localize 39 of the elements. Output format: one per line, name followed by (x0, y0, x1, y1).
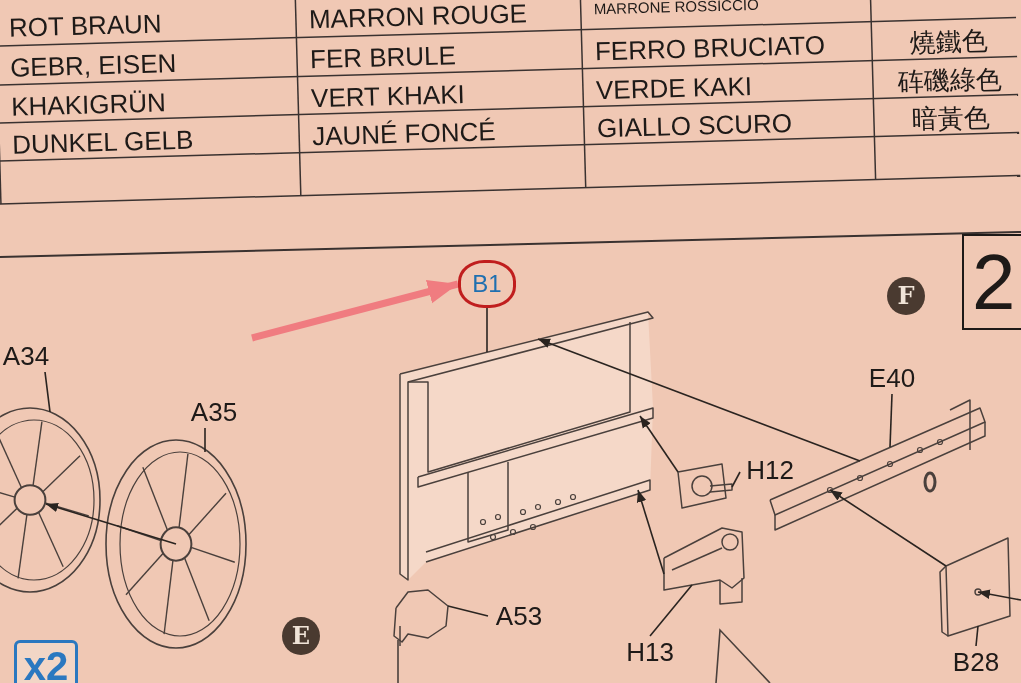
leader-line (975, 625, 979, 647)
part-number: B28 (945, 646, 1007, 678)
color-name: KHAKIGRÜN (10, 89, 167, 120)
part-number: A34 (0, 340, 52, 372)
step-letter-marker: F (887, 277, 925, 315)
color-name: MARRONE ROSSICCIO (593, 0, 759, 17)
assembly-arrow (977, 589, 1021, 601)
color-name: VERDE KAKI (595, 72, 753, 104)
color-name: GIALLO SCURO (596, 109, 793, 142)
color-name: JAUNÉ FONCÉ (311, 118, 496, 150)
leader-line (204, 427, 206, 453)
part-number: A53 (488, 600, 550, 632)
assembly-arrow (45, 502, 177, 545)
color-name: 燒鐵色 (908, 26, 990, 57)
bracket-drawing (674, 462, 734, 510)
assembly-arrow (829, 489, 947, 567)
color-name: FERRO BRUCIATO (594, 31, 826, 65)
quantity-marker: x2 (14, 640, 78, 683)
circled-part-number: B1 (458, 260, 516, 308)
leader-line (447, 605, 489, 617)
highlight-arrow (251, 280, 459, 342)
part-number: H13 (620, 636, 680, 668)
part-number: A35 (185, 396, 243, 428)
color-name: ROT BRAUN (8, 10, 162, 41)
color-name: MARRON ROUGE (308, 0, 528, 33)
leader-line (889, 393, 893, 448)
leader-line (731, 471, 741, 488)
color-name: DUNKEL GELB (11, 126, 194, 158)
leader-line (649, 584, 693, 637)
step-letter-marker: E (282, 617, 320, 655)
color-name: FER BRULE (309, 42, 457, 73)
part-number: H12 (738, 454, 802, 486)
step-number: 2 (962, 234, 1021, 330)
leader-line (44, 371, 51, 413)
color-name: VERT KHAKI (310, 81, 466, 112)
color-name: 砗磯綠色 (896, 65, 1004, 96)
color-name: 暗黃色 (910, 103, 992, 134)
color-name: GEBR, EISEN (9, 50, 177, 81)
part-number: E40 (862, 362, 922, 394)
